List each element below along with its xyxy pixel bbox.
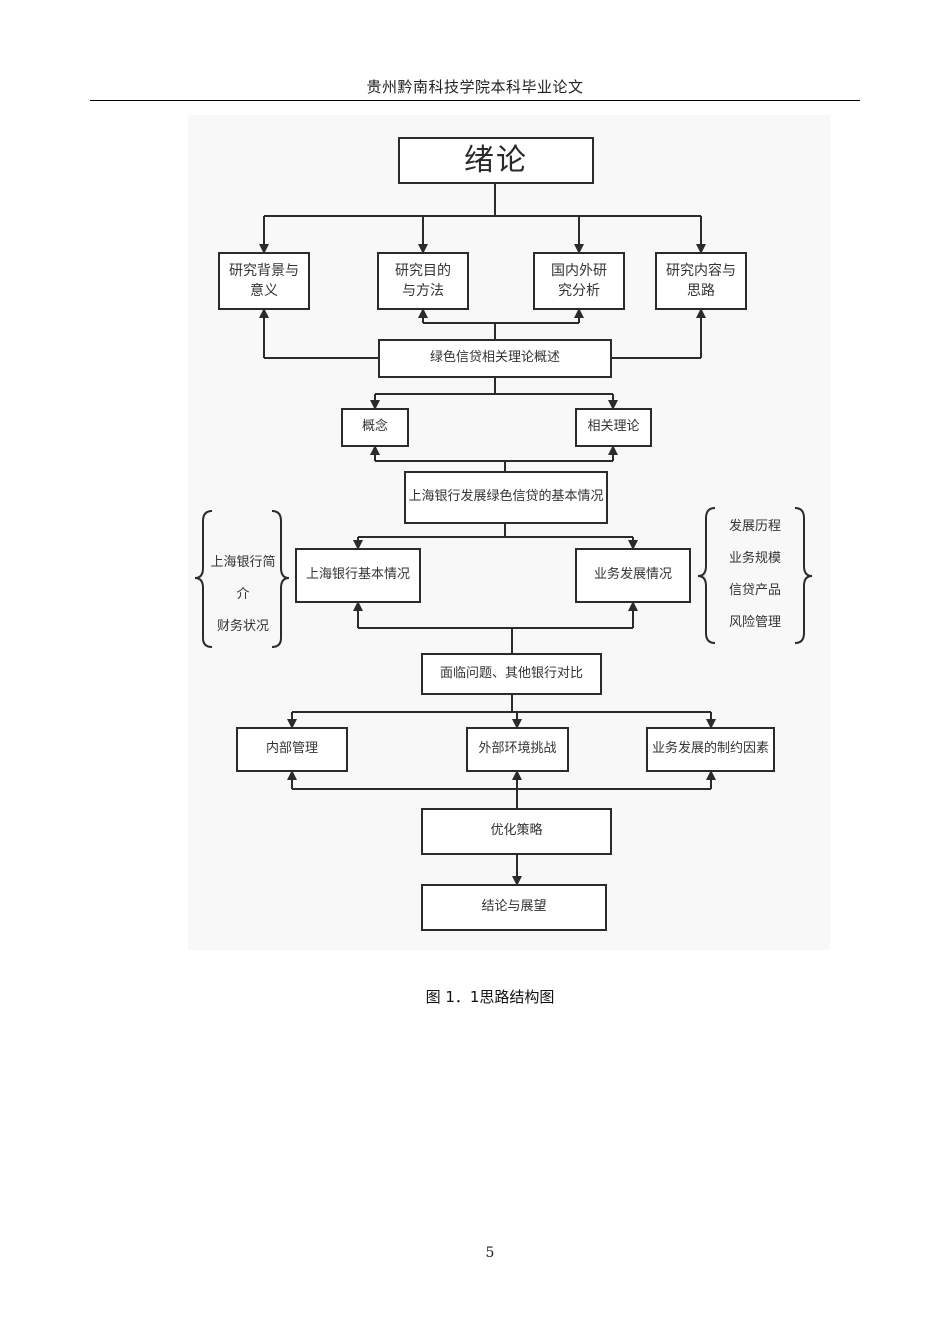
title-box: 绪论	[398, 137, 594, 184]
theory-overview-box: 绿色信贷相关理论概述	[378, 339, 612, 378]
business-development-box: 业务发展情况	[575, 548, 691, 603]
optimization-box: 优化策略	[421, 808, 612, 855]
constraint-factors-box: 业务发展的制约因素	[646, 727, 775, 772]
page-number: 5	[485, 1245, 495, 1261]
right-list-item: 风险管理	[728, 615, 781, 630]
literature-review-box: 国内外研 究分析	[533, 252, 625, 310]
bank-basic-box: 上海银行基本情况	[295, 548, 421, 603]
left-detail-list: 上海银行简介 财务状况	[205, 547, 281, 643]
external-challenge-box: 外部环境挑战	[466, 727, 569, 772]
related-theory-box: 相关理论	[575, 408, 652, 447]
concept-box: 概念	[341, 408, 409, 447]
header-rule	[90, 100, 860, 101]
right-detail-list: 发展历程 业务规模 信贷产品 风险管理	[712, 511, 798, 639]
page-header: 贵州黔南科技学院本科毕业论文	[366, 78, 584, 96]
research-background-box: 研究背景与 意义	[218, 252, 310, 310]
left-list-item: 上海银行简介	[210, 555, 276, 602]
problems-box: 面临问题、其他银行对比	[421, 653, 602, 695]
right-list-item: 信贷产品	[728, 583, 781, 598]
conclusion-box: 结论与展望	[421, 884, 607, 931]
left-list-item: 财务状况	[216, 619, 269, 634]
basic-situation-box: 上海银行发展绿色信贷的基本情况	[404, 471, 608, 524]
research-content-box: 研究内容与 思路	[655, 252, 747, 310]
internal-management-box: 内部管理	[236, 727, 348, 772]
figure-caption: 图 1．1思路结构图	[425, 988, 555, 1006]
right-list-item: 发展历程	[728, 519, 781, 534]
right-list-item: 业务规模	[728, 551, 781, 566]
research-purpose-box: 研究目的 与方法	[377, 252, 469, 310]
